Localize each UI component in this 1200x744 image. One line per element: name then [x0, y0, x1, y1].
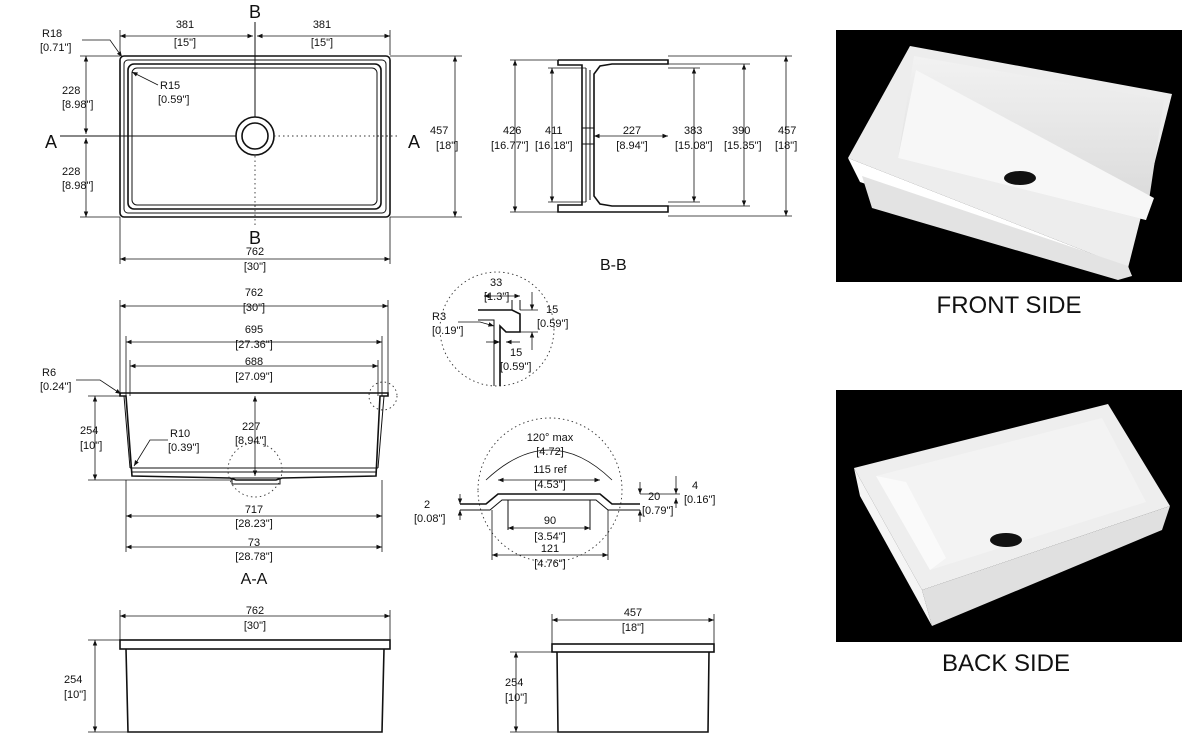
sink-front-render	[848, 46, 1172, 280]
label-r18: R18	[42, 28, 62, 40]
aa-dim-227: 227	[242, 421, 260, 433]
dim-381-right: 381	[313, 19, 331, 31]
plan-view: A A B B 381 [15"] 381 [15"] R18 [0.71"] …	[40, 2, 462, 273]
section-bb-title: B-B	[600, 257, 627, 274]
dim-228-top: 228	[62, 85, 80, 97]
dim-381-right-in: [15"]	[311, 37, 333, 49]
drain-dim-90: 90	[544, 515, 556, 527]
dim-762-plan-in: [30"]	[244, 261, 266, 273]
bb-dim-227: 227	[623, 125, 641, 137]
bb-dim-383: 383	[684, 125, 702, 137]
section-a-right: A	[408, 132, 420, 152]
drain-dim-2-in: [0.08"]	[414, 513, 445, 525]
rim-dim-15a-in: [0.59"]	[537, 318, 568, 330]
bb-dim-390-in: [15.35"]	[724, 140, 762, 152]
section-b-bottom: B	[249, 228, 261, 248]
drain-dim-4: 4	[692, 480, 698, 492]
rim-dim-33-in: [1.3"]	[484, 291, 509, 303]
aa-dim-688: 688	[245, 356, 263, 368]
side-dim-457-in: [18"]	[622, 622, 644, 634]
section-a-left: A	[45, 132, 57, 152]
aa-label-r6: R6	[42, 367, 56, 379]
sink-back-render	[854, 404, 1170, 626]
dim-457: 457	[430, 125, 448, 137]
rim-dim-15b-in: [0.59"]	[500, 361, 531, 373]
detail-drain: 120° max [4.72] 115 ref [4.53"] 4 [0.16"…	[414, 417, 715, 570]
bb-dim-457: 457	[778, 125, 796, 137]
drain-dim-121: 121	[541, 543, 559, 555]
aa-dim-695: 695	[245, 324, 263, 336]
aa-label-r10-in: [0.39"]	[168, 442, 199, 454]
drain-angle-in: [4.72]	[536, 446, 564, 458]
drain-dim-20: 20	[648, 491, 660, 503]
section-aa: 762 [30"] 695 [27.36"] 688 [27.09"] R6 […	[40, 287, 398, 588]
aa-label-r10: R10	[170, 428, 190, 440]
dim-457-in: [18"]	[436, 140, 458, 152]
bb-dim-426-in: [16.77"]	[491, 140, 529, 152]
section-bb: 227 [8.94"] 426 [16.77"] 411 [16.18"] 38…	[491, 55, 797, 274]
bb-dim-383-in: [15.08"]	[675, 140, 713, 152]
dim-228-bottom-in: [8.98"]	[62, 180, 93, 192]
drain-ref: 115 ref	[533, 464, 567, 476]
bb-dim-411: 411	[545, 125, 563, 137]
aa-dim-695-in: [27.36"]	[235, 339, 273, 351]
side-dim-457: 457	[624, 607, 642, 619]
aa-dim-762-in: [30"]	[243, 302, 265, 314]
dim-381-left-in: [15"]	[174, 37, 196, 49]
rim-label-r3: R3	[432, 311, 446, 323]
bb-dim-227-in: [8.94"]	[616, 140, 647, 152]
front-dim-762: 762	[246, 605, 264, 617]
aa-dim-717-in: [28.23"]	[235, 518, 273, 530]
dim-762-plan: 762	[246, 246, 264, 258]
front-dim-254-in: [10"]	[64, 689, 86, 701]
label-r18-in: [0.71"]	[40, 42, 71, 54]
aa-dim-688-in: [27.09"]	[235, 371, 273, 383]
aa-dim-254-in: [10"]	[80, 440, 102, 452]
dim-228-top-in: [8.98"]	[62, 99, 93, 111]
label-r15-in: [0.59"]	[158, 94, 189, 106]
aa-dim-254: 254	[80, 425, 98, 437]
section-aa-title: A-A	[241, 571, 268, 588]
front-dim-254: 254	[64, 674, 82, 686]
rim-label-r3-in: [0.19"]	[432, 325, 463, 337]
drain-dim-2: 2	[424, 499, 430, 511]
front-side-caption: FRONT SIDE	[936, 292, 1082, 319]
bb-dim-390: 390	[732, 125, 750, 137]
aa-dim-73-in: [28.78"]	[235, 551, 273, 563]
drain-dim-121-in: [4.76"]	[534, 558, 565, 570]
aa-label-r6-in: [0.24"]	[40, 381, 71, 393]
aa-dim-73: 73	[248, 537, 260, 549]
drain-dim-90-in: [3.54"]	[534, 531, 565, 543]
drain-angle: 120° max	[527, 432, 574, 444]
rim-dim-33: 33	[490, 277, 502, 289]
plan-drain-inner	[241, 122, 269, 150]
rim-dim-15b: 15	[510, 347, 522, 359]
aa-dim-717: 717	[245, 504, 263, 516]
back-side-photo	[836, 390, 1182, 642]
drain-dim-4-in: [0.16"]	[684, 494, 715, 506]
section-b-top: B	[249, 2, 261, 22]
bb-dim-457-in: [18"]	[775, 140, 797, 152]
aa-dim-227-in: [8.94"]	[235, 435, 266, 447]
side-dim-254: 254	[505, 677, 523, 689]
side-elevation: 457 [18"] 254 [10"]	[505, 607, 715, 733]
bb-dim-411-in: [16.18"]	[535, 140, 573, 152]
side-dim-254-in: [10"]	[505, 692, 527, 704]
dim-381-left: 381	[176, 19, 194, 31]
front-dim-762-in: [30"]	[244, 620, 266, 632]
bb-dim-426: 426	[503, 125, 521, 137]
detail-rim: 33 [1.3"] 15 [0.59"] 15 [0.59"] R3 [0.19…	[432, 271, 568, 387]
drain-ref-in: [4.53"]	[534, 479, 565, 491]
aa-dim-762: 762	[245, 287, 263, 299]
rim-dim-15a: 15	[546, 304, 558, 316]
back-side-caption: BACK SIDE	[941, 650, 1071, 677]
drain-dim-20-in: [0.79"]	[642, 505, 673, 517]
dim-228-bottom: 228	[62, 166, 80, 178]
front-elevation: 762 [30"] 254 [10"]	[64, 605, 391, 733]
front-side-photo	[836, 30, 1182, 282]
label-r15: R15	[160, 80, 180, 92]
